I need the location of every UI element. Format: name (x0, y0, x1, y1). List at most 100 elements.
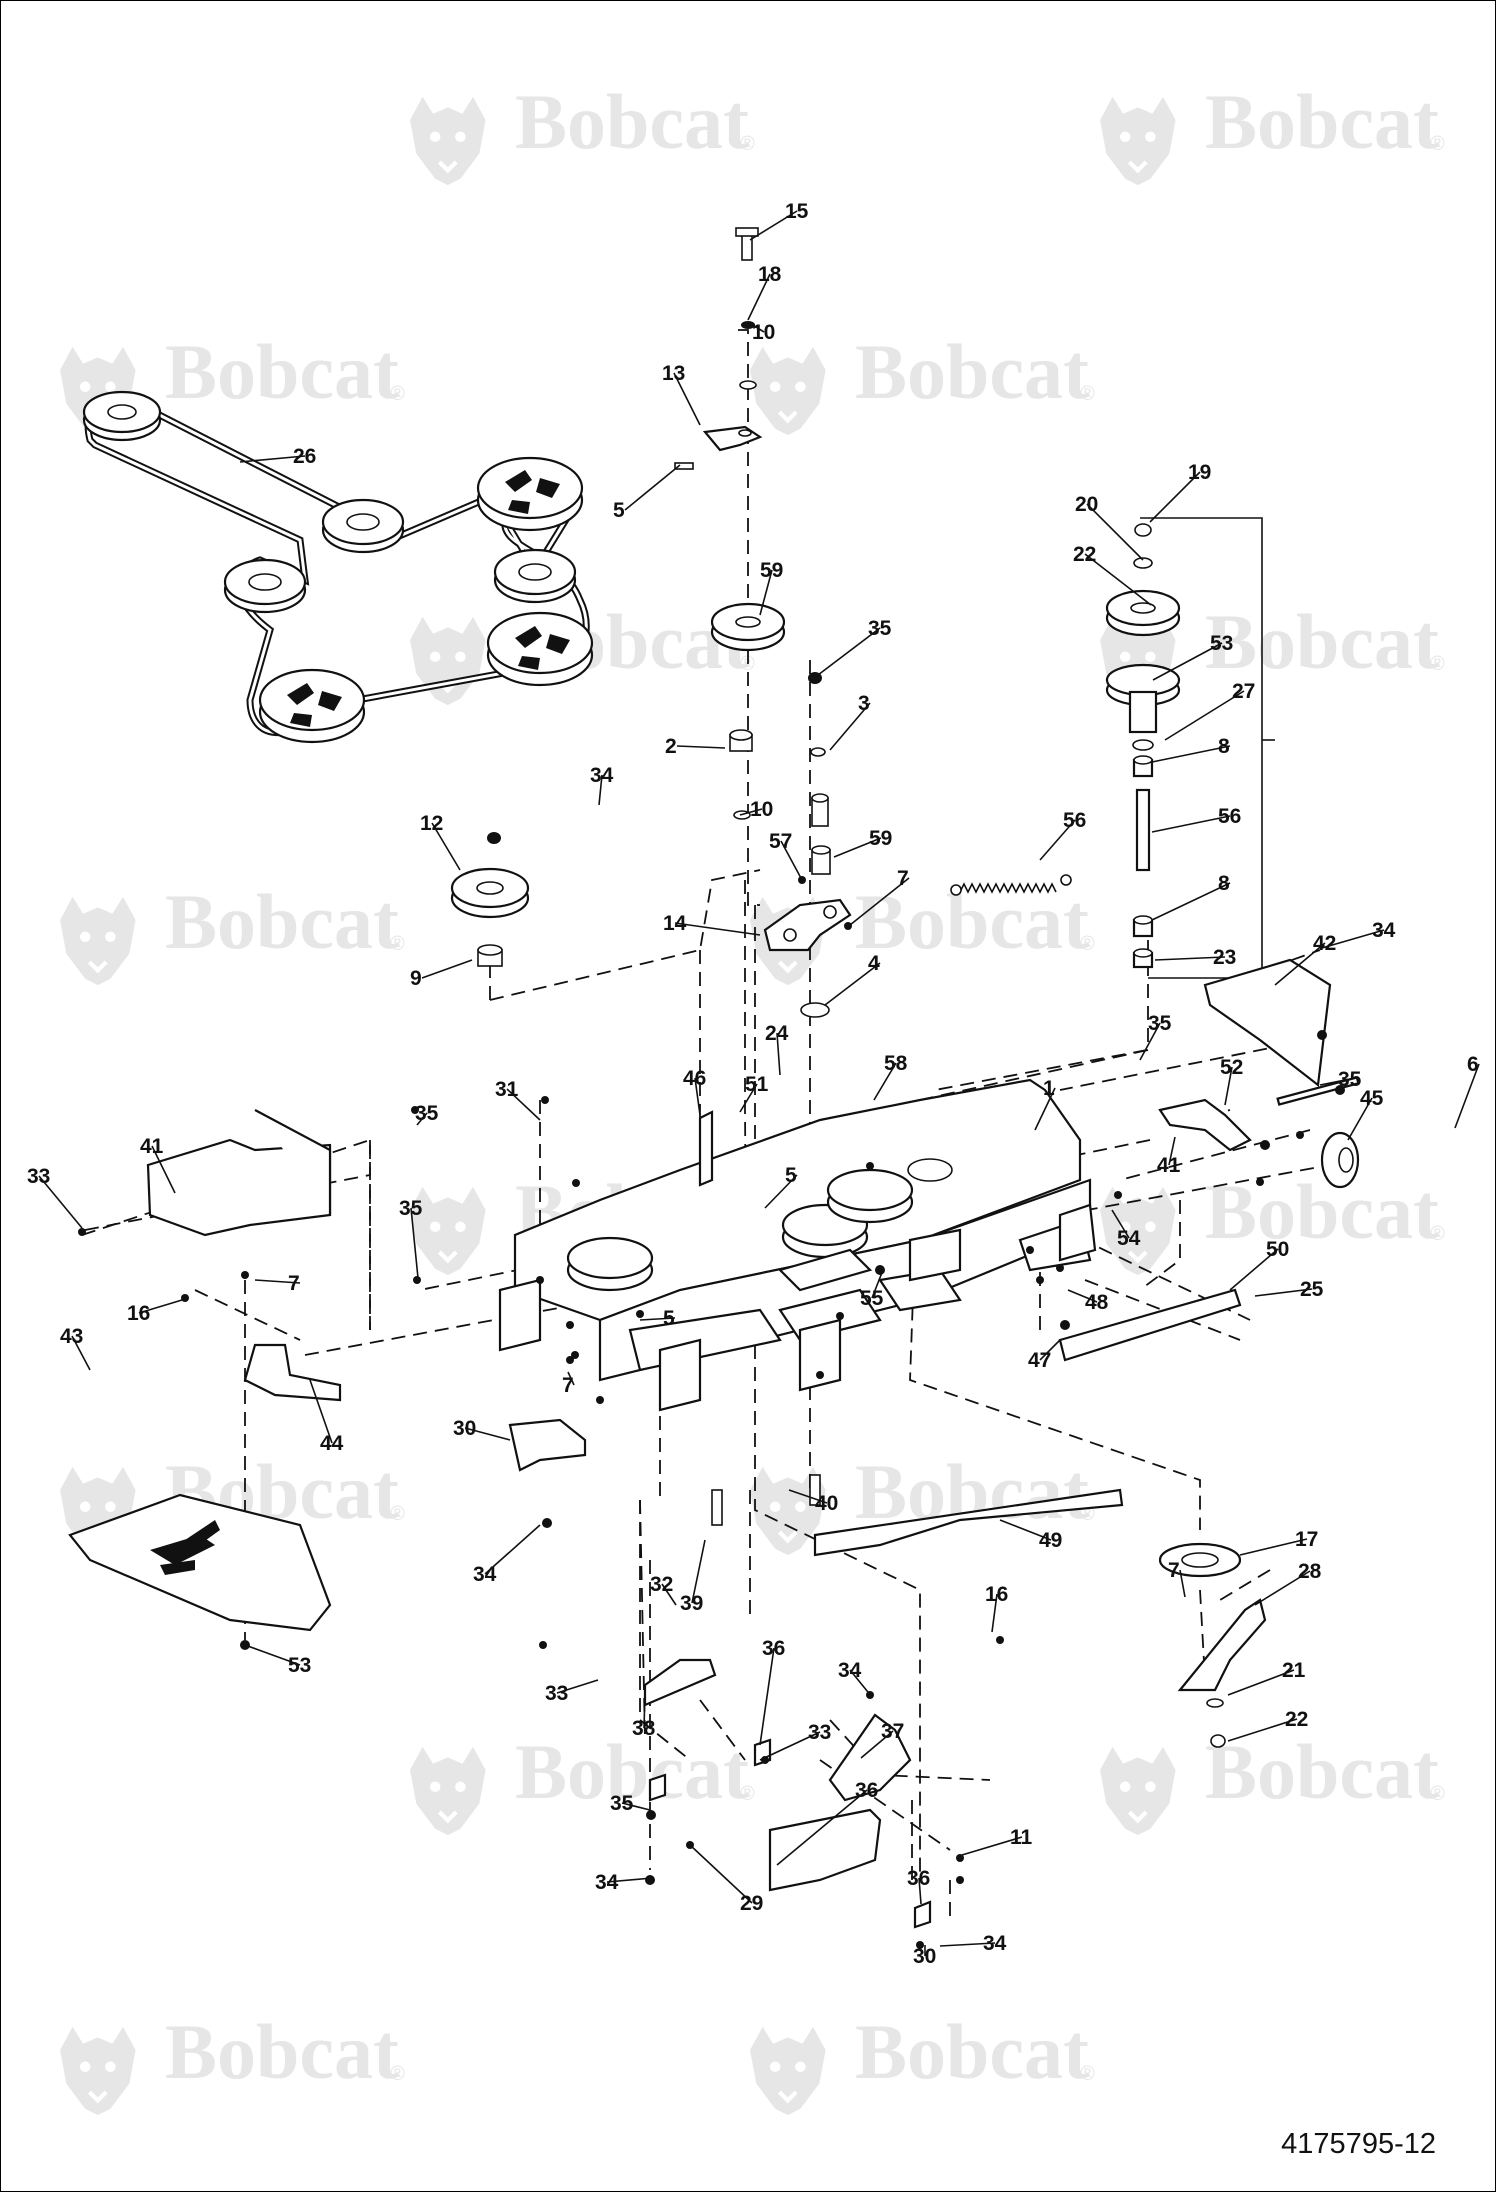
callout-leader (1274, 942, 1326, 986)
callout-38: 38 (632, 1717, 656, 1740)
callout-5: 5 (613, 499, 625, 522)
callout-leader (151, 1145, 176, 1194)
watermark-text: Bobcat (1205, 598, 1439, 685)
callout-52: 52 (1220, 1056, 1243, 1079)
bobcat-logo-icon: Bobcat® (1100, 1728, 1445, 1835)
callout-leader (1224, 1066, 1233, 1106)
callout-leader (1254, 1570, 1311, 1606)
callout-leader (961, 1836, 1023, 1856)
callout-14: 14 (663, 912, 687, 935)
callout-6: 6 (1467, 1053, 1479, 1076)
callout-leader (749, 210, 798, 241)
callout-51: 51 (745, 1073, 769, 1096)
watermark-text: Bobcat (1205, 1728, 1439, 1815)
watermark-text: Bobcat (165, 328, 399, 415)
deck-shields (68, 958, 1332, 1632)
callout-4: 4 (868, 952, 880, 975)
callout-42: 42 (1313, 932, 1336, 955)
callout-36: 36 (855, 1779, 878, 1802)
callout-leader (1454, 1063, 1480, 1129)
callout-1: 1 (1043, 1077, 1055, 1100)
callout-leader (410, 1207, 419, 1279)
callout-29: 29 (740, 1892, 763, 1915)
callout-leader (239, 455, 306, 463)
callout-35: 35 (415, 1102, 439, 1125)
callout-35: 35 (868, 617, 892, 640)
callout-47: 47 (1028, 1349, 1051, 1372)
callout-leader (38, 1175, 83, 1229)
callout-26: 26 (293, 445, 316, 468)
svg-text:®: ® (390, 2063, 405, 2085)
callout-10: 10 (752, 321, 775, 344)
callout-leader (598, 774, 603, 806)
callout-35: 35 (610, 1792, 634, 1815)
callout-leader (1168, 1136, 1176, 1166)
callout-leader (1111, 1209, 1130, 1239)
svg-text:®: ® (1080, 2063, 1095, 2085)
callout-9: 9 (410, 967, 422, 990)
pulley-spindle-right-low (486, 611, 594, 687)
callout-leader (739, 1083, 758, 1113)
callout-5: 5 (663, 1307, 675, 1330)
callout-leader (849, 877, 910, 926)
callout-leader (1321, 929, 1385, 949)
svg-text:®: ® (1430, 653, 1445, 675)
callout-leader (484, 1524, 541, 1575)
callout-21: 21 (1282, 1659, 1306, 1682)
bobcat-logo-icon: Bobcat® (750, 2008, 1095, 2115)
callout-leader (676, 745, 726, 749)
callout-leader (621, 1802, 651, 1811)
callout-33: 33 (27, 1165, 50, 1188)
callout-11: 11 (1010, 1826, 1033, 1849)
callout-leader (691, 1539, 706, 1604)
bobcat-logo-icon: Bobcat® (1100, 598, 1445, 705)
callout-layer: 1234555677778891010111213141516161718192… (27, 200, 1479, 1968)
callout-leader (747, 321, 765, 333)
callout-33: 33 (545, 1682, 568, 1705)
callout-leader (860, 1730, 894, 1759)
watermark-text: Bobcat (855, 2008, 1089, 2095)
callout-36: 36 (907, 1867, 930, 1890)
watermark-layer: Bobcat®Bobcat®Bobcat®Bobcat®Bobcat®Bobca… (60, 78, 1445, 2115)
callout-leader (873, 1062, 897, 1101)
callout-leader (1039, 1339, 1061, 1361)
callout-27: 27 (1232, 680, 1255, 703)
callout-8: 8 (1218, 735, 1230, 758)
callout-leader (138, 1299, 183, 1314)
callout-25: 25 (1300, 1278, 1324, 1301)
callout-54: 54 (1117, 1227, 1141, 1250)
callout-leader (1239, 1538, 1308, 1556)
svg-text:®: ® (740, 133, 755, 155)
callout-leader (759, 1647, 775, 1746)
callout-leader (673, 372, 701, 426)
callout-3: 3 (858, 692, 870, 715)
svg-text:®: ® (390, 383, 405, 405)
callout-leader (759, 569, 773, 616)
callout-32: 32 (650, 1573, 673, 1596)
callout-leader (939, 1942, 996, 1947)
callout-leader (1164, 690, 1245, 741)
watermark-text: Bobcat (1205, 78, 1439, 165)
bobcat-logo-icon: Bobcat® (60, 2008, 405, 2115)
callout-leader (1151, 815, 1231, 833)
callout-22: 22 (1073, 543, 1096, 566)
watermark-text: Bobcat (515, 1728, 749, 1815)
callout-7: 7 (288, 1272, 300, 1295)
callout-28: 28 (1298, 1560, 1322, 1583)
callout-leader (674, 922, 761, 936)
pulley-spindle-left (258, 668, 366, 744)
svg-text:®: ® (1430, 1783, 1445, 1805)
callout-48: 48 (1085, 1291, 1109, 1314)
callout-34: 34 (590, 764, 614, 787)
callout-leader (833, 837, 882, 858)
callout-53: 53 (1210, 632, 1233, 655)
callout-35: 35 (399, 1197, 423, 1220)
callout-leader (556, 1679, 599, 1694)
callout-leader (244, 1644, 301, 1666)
callout-leader (689, 1844, 753, 1904)
bobcat-logo-icon: Bobcat® (60, 328, 405, 435)
callout-leader (1034, 1087, 1056, 1131)
callout-59: 59 (869, 827, 892, 850)
callout-46: 46 (683, 1067, 706, 1090)
